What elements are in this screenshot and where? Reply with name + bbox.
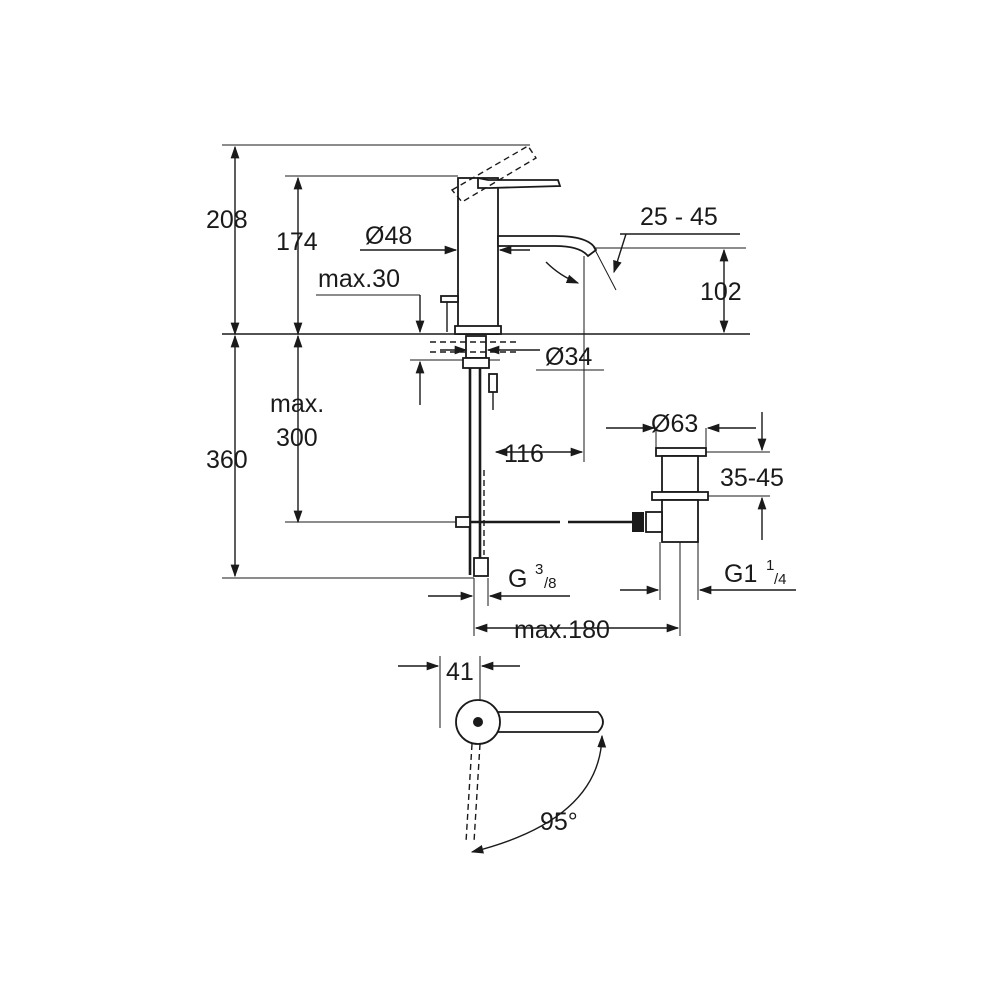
label-waste-thread-den: /4 xyxy=(774,571,787,588)
label-deck-thickness: max.30 xyxy=(318,265,400,293)
dimension-spout-projection xyxy=(494,256,585,462)
mounting-assembly xyxy=(430,335,520,577)
pop-up-rod xyxy=(455,516,636,528)
label-body-diameter: Ø48 xyxy=(365,222,412,250)
faucet-body xyxy=(440,145,598,335)
dimension-hole-diameter xyxy=(440,345,604,371)
dimension-spout-height xyxy=(285,175,458,336)
dimension-waste-height xyxy=(706,412,770,540)
label-spout-height: 174 xyxy=(276,228,318,256)
label-lever-rotation: 95° xyxy=(540,808,578,836)
dimension-spout-angle xyxy=(545,233,740,291)
label-waste-height: 35-45 xyxy=(720,464,784,492)
label-overall-height: 208 xyxy=(206,206,248,234)
label-top-view-body: 41 xyxy=(446,658,474,686)
label-inlet-thread-den: /8 xyxy=(544,575,557,592)
dimension-hose-length xyxy=(285,334,462,524)
label-spout-projection: 116 xyxy=(504,440,544,468)
dimension-inlet-thread xyxy=(428,578,570,606)
label-max-rod-distance: max.180 xyxy=(514,616,610,644)
label-inlet-thread-num: 3 xyxy=(535,561,543,578)
label-spout-outlet-height: 102 xyxy=(700,278,742,306)
label-waste-thread-num: 1 xyxy=(766,557,774,574)
label-inlet-thread-main: G xyxy=(508,565,527,593)
label-spout-angle: 25 - 45 xyxy=(640,203,718,231)
dimension-max-rod-distance xyxy=(473,542,681,636)
label-waste-diameter: Ø63 xyxy=(651,410,698,438)
label-hose-length-line1: max. xyxy=(270,390,324,418)
dimension-below-deck-height xyxy=(222,334,474,579)
label-below-deck-height: 360 xyxy=(206,446,248,474)
top-view xyxy=(398,656,607,854)
dimension-waste-diameter xyxy=(606,423,756,448)
label-hole-diameter: Ø34 xyxy=(545,343,592,371)
dimension-waste-thread xyxy=(620,542,796,600)
label-hose-length-line2: 300 xyxy=(276,424,318,452)
dimension-spout-outlet-height xyxy=(596,247,746,334)
dimension-overall-height xyxy=(222,144,530,336)
label-waste-thread-main: G1 xyxy=(724,560,757,588)
waste-fitting xyxy=(632,447,709,543)
